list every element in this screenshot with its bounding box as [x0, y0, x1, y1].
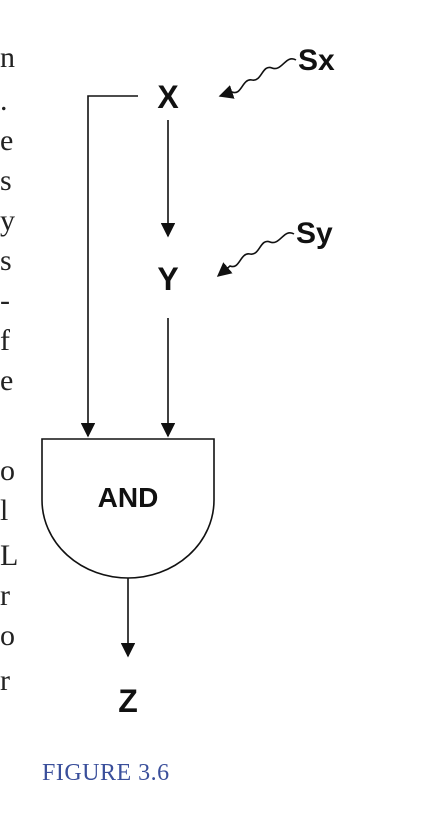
- margin-glyph: o: [0, 619, 15, 652]
- figure-caption: FIGURE 3.6: [42, 760, 170, 786]
- margin-glyph: e: [0, 364, 13, 397]
- margin-glyph: -: [0, 284, 10, 317]
- margin-glyph: o: [0, 454, 15, 487]
- sy-squiggle-arrow: [216, 231, 295, 277]
- signal-sx-label: Sx: [298, 44, 335, 77]
- margin-glyph: s: [0, 164, 12, 197]
- clipped-margin-text: n . e s y s - f e o l L r o r: [0, 41, 18, 697]
- margin-glyph: n: [0, 41, 15, 74]
- margin-glyph: r: [0, 579, 10, 612]
- x-to-and-arrow: [80, 95, 138, 438]
- margin-glyph: .: [0, 84, 8, 117]
- and-gate-label: AND: [98, 482, 159, 513]
- sx-squiggle-arrow: [218, 57, 297, 99]
- margin-glyph: e: [0, 124, 13, 157]
- margin-glyph: L: [0, 539, 18, 572]
- node-z-label: Z: [118, 683, 138, 719]
- margin-glyph: s: [0, 244, 12, 277]
- margin-glyph: r: [0, 664, 10, 697]
- margin-glyph: y: [0, 204, 15, 237]
- node-x-label: X: [157, 79, 179, 115]
- margin-glyph: l: [0, 494, 8, 527]
- signal-sy-label: Sy: [296, 217, 333, 250]
- node-y-label: Y: [157, 261, 178, 297]
- margin-glyph: f: [0, 324, 10, 357]
- and-gate: [41, 438, 215, 579]
